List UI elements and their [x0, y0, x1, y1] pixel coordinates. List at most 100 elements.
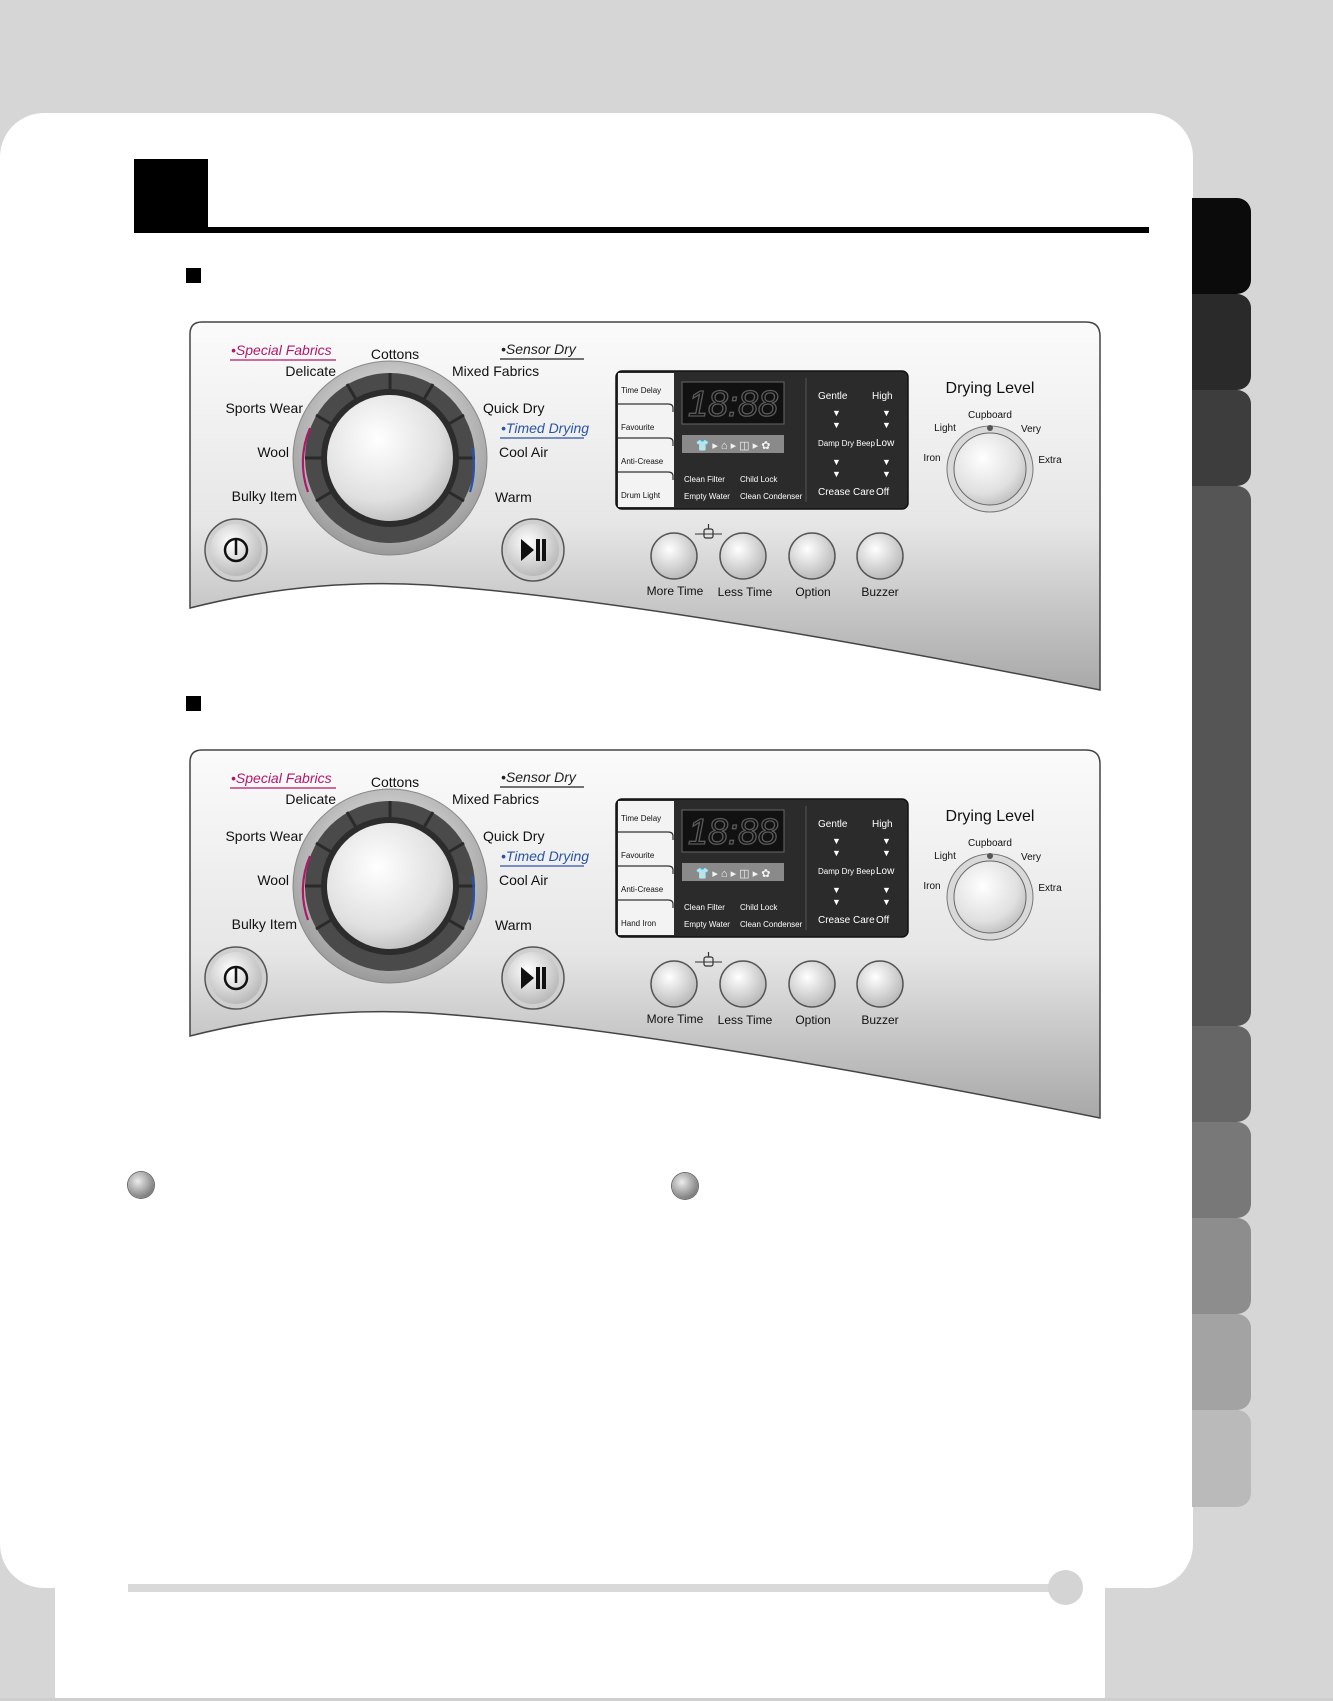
option-hand-iron[interactable]: Hand Iron — [621, 919, 656, 928]
indicator-empty-water: Empty Water — [684, 920, 730, 929]
indicator-empty-water: Empty Water — [684, 492, 730, 501]
control-panel-2: •Special Fabrics •Sensor Dry •Timed Dryi… — [188, 748, 1102, 1120]
svg-text:▼: ▼ — [882, 897, 891, 907]
program-cool-air[interactable]: Cool Air — [499, 444, 548, 460]
bottom-edge — [0, 1698, 1333, 1701]
drying-level-iron[interactable]: Iron — [923, 881, 940, 892]
svg-text:▼: ▼ — [832, 848, 841, 858]
mode-arrows: ▼▼ ▼▼ ▼▼ ▼▼ — [832, 408, 891, 479]
timed-drying-label: •Timed Drying — [501, 420, 589, 436]
drying-level-iron[interactable]: Iron — [923, 453, 940, 464]
section-bullet-2 — [186, 696, 201, 711]
svg-text:▼: ▼ — [882, 469, 891, 479]
chapter-number-block — [134, 159, 208, 229]
program-cool-air[interactable]: Cool Air — [499, 872, 548, 888]
mode-crease-care: Crease Care — [818, 915, 875, 926]
option-time-delay[interactable]: Time Delay — [621, 814, 661, 823]
side-tab-8[interactable] — [1192, 1314, 1251, 1410]
drying-level-extra[interactable]: Extra — [1038, 455, 1062, 466]
program-selector-knob[interactable] — [327, 823, 453, 949]
option-button[interactable] — [788, 532, 836, 580]
page-number-marker — [1048, 1570, 1083, 1605]
more-time-label: More Time — [647, 1012, 704, 1026]
svg-text:▼: ▼ — [832, 836, 841, 846]
mode-damp-dry-beep: Damp Dry Beep — [818, 439, 875, 448]
option-anti-crease[interactable]: Anti-Crease — [621, 457, 664, 466]
program-warm[interactable]: Warm — [495, 917, 532, 933]
more-time-button[interactable] — [650, 960, 698, 1008]
less-time-button[interactable] — [719, 960, 767, 1008]
more-time-button[interactable] — [650, 532, 698, 580]
program-bulky-item[interactable]: Bulky Item — [232, 916, 297, 932]
drying-level-very[interactable]: Very — [1021, 852, 1041, 863]
program-mixed-fabrics[interactable]: Mixed Fabrics — [452, 791, 539, 807]
mode-off: Off — [876, 487, 889, 498]
buzzer-label: Buzzer — [861, 585, 898, 599]
option-time-delay[interactable]: Time Delay — [621, 386, 661, 395]
side-tab-7[interactable] — [1192, 1218, 1251, 1314]
buzzer-label: Buzzer — [861, 1013, 898, 1027]
buzzer-button[interactable] — [856, 960, 904, 1008]
footer-rule — [128, 1584, 1063, 1592]
less-time-button[interactable] — [719, 532, 767, 580]
program-quick-dry[interactable]: Quick Dry — [483, 400, 544, 416]
indicator-clean-condenser: Clean Condenser — [740, 492, 803, 501]
option-button[interactable] — [788, 960, 836, 1008]
drying-level-cupboard[interactable]: Cupboard — [968, 410, 1012, 421]
cycle-status-icons: 👕 ▸ ⌂ ▸ ◫ ▸ ✿ — [696, 439, 771, 452]
drying-level-very[interactable]: Very — [1021, 424, 1041, 435]
program-sports-wear[interactable]: Sports Wear — [225, 400, 303, 416]
svg-text:▼: ▼ — [832, 897, 841, 907]
program-mixed-fabrics[interactable]: Mixed Fabrics — [452, 363, 539, 379]
program-quick-dry[interactable]: Quick Dry — [483, 828, 544, 844]
cycle-status-icons: 👕 ▸ ⌂ ▸ ◫ ▸ ✿ — [696, 867, 771, 880]
side-tab-6[interactable] — [1192, 1122, 1251, 1218]
program-cottons[interactable]: Cottons — [371, 774, 419, 790]
mode-low: Low — [876, 866, 895, 877]
side-tab-2[interactable] — [1192, 294, 1251, 390]
mode-gentle: Gentle — [818, 391, 848, 402]
side-tab-4[interactable] — [1192, 486, 1251, 1026]
indicator-child-lock: Child Lock — [740, 903, 778, 912]
mode-damp-dry-beep: Damp Dry Beep — [818, 867, 875, 876]
program-delicate[interactable]: Delicate — [285, 791, 336, 807]
program-delicate[interactable]: Delicate — [285, 363, 336, 379]
drying-level-knob[interactable] — [953, 432, 1027, 506]
buzzer-button[interactable] — [856, 532, 904, 580]
drying-level-extra[interactable]: Extra — [1038, 883, 1062, 894]
program-bulky-item[interactable]: Bulky Item — [232, 488, 297, 504]
less-time-label: Less Time — [718, 1013, 773, 1027]
svg-text:▼: ▼ — [882, 457, 891, 467]
side-tab-5[interactable] — [1192, 1026, 1251, 1122]
svg-text:▼: ▼ — [882, 848, 891, 858]
side-tab-3[interactable] — [1192, 390, 1251, 486]
program-wool[interactable]: Wool — [257, 444, 289, 460]
program-selector-knob[interactable] — [327, 395, 453, 521]
side-tab-9[interactable] — [1192, 1410, 1251, 1507]
option-favourite[interactable]: Favourite — [621, 851, 655, 860]
option-label: Option — [795, 1013, 830, 1027]
program-warm[interactable]: Warm — [495, 489, 532, 505]
option-favourite[interactable]: Favourite — [621, 423, 655, 432]
program-wool[interactable]: Wool — [257, 872, 289, 888]
svg-text:▼: ▼ — [882, 420, 891, 430]
drying-level-cupboard[interactable]: Cupboard — [968, 838, 1012, 849]
drying-level-light[interactable]: Light — [934, 423, 956, 434]
side-tab-1[interactable] — [1192, 198, 1251, 294]
drying-level-light[interactable]: Light — [934, 851, 956, 862]
indicator-child-lock: Child Lock — [740, 475, 778, 484]
svg-text:▼: ▼ — [832, 420, 841, 430]
option-anti-crease[interactable]: Anti-Crease — [621, 885, 664, 894]
option-drum-light[interactable]: Drum Light — [621, 491, 661, 500]
program-sports-wear[interactable]: Sports Wear — [225, 828, 303, 844]
svg-text:▼: ▼ — [832, 457, 841, 467]
control-panel-1-drawing: •Special Fabrics •Sensor Dry •Timed Dryi… — [189, 321, 1101, 691]
svg-text:▼: ▼ — [882, 885, 891, 895]
drying-level-knob[interactable] — [953, 860, 1027, 934]
svg-text:▼: ▼ — [882, 836, 891, 846]
special-fabrics-label: •Special Fabrics — [231, 342, 332, 358]
program-cottons[interactable]: Cottons — [371, 346, 419, 362]
svg-text:▼: ▼ — [882, 408, 891, 418]
mode-gentle: Gentle — [818, 819, 848, 830]
more-time-label: More Time — [647, 584, 704, 598]
